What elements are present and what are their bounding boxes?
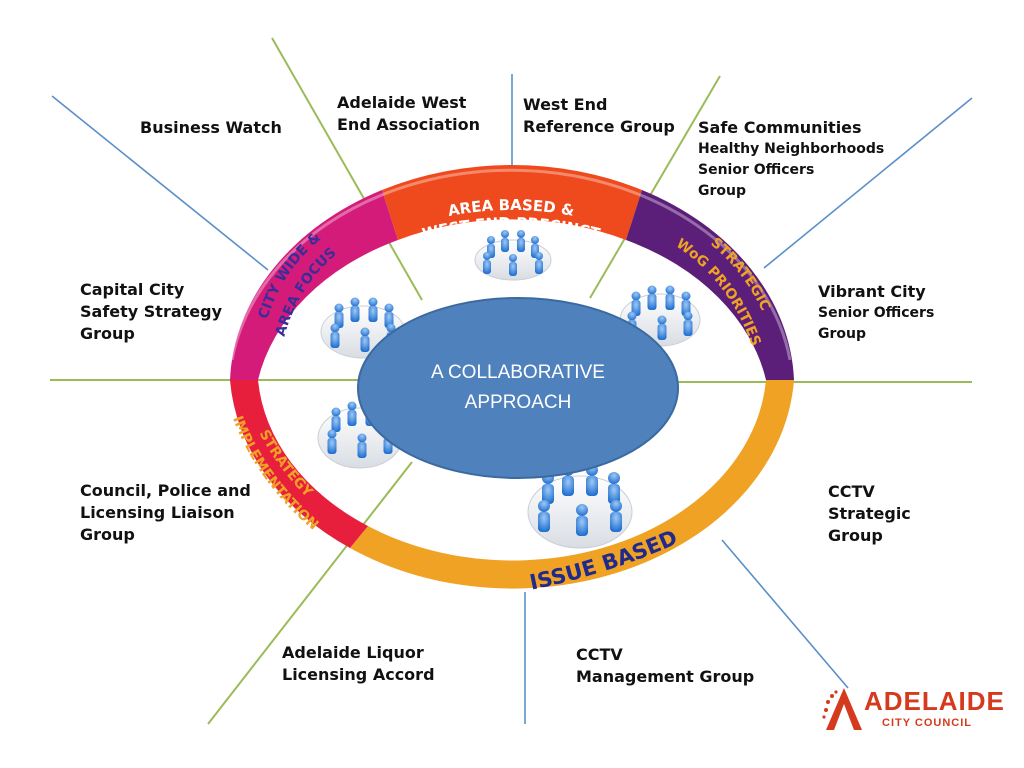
outer-ring: [230, 165, 794, 589]
ring-issue-based: [350, 380, 794, 589]
group-safe-communities: Safe Communities Healthy Neighborhoods S…: [698, 117, 884, 202]
group-line: Group: [818, 326, 867, 342]
group-line: Licensing Liaison: [80, 503, 235, 522]
group-line: Group: [80, 525, 135, 544]
group-west-end-reference: West End Reference Group: [523, 94, 675, 138]
group-line: Safety Strategy: [80, 302, 223, 321]
group-line: Licensing Accord: [282, 665, 435, 684]
logo-wordmark: ADELAIDE: [864, 686, 1005, 716]
center-label-line-1: A COLLABORATIVE: [431, 362, 605, 383]
logo-mark-icon: [822, 688, 862, 730]
people-group-top-icon: [474, 230, 552, 281]
group-line: CCTV: [576, 645, 623, 664]
group-line: CCTV: [828, 482, 875, 501]
line-liquor-accord: [207, 461, 413, 725]
group-line: Strategic: [828, 504, 911, 523]
center-ellipse: A COLLABORATIVE APPROACH: [357, 297, 679, 479]
group-line: Healthy Neighborhoods: [698, 141, 885, 157]
group-adelaide-west-end: Adelaide West End Association: [337, 92, 480, 136]
group-council-police: Council, Police and Licensing Liaison Gr…: [80, 480, 251, 546]
group-cctv-strategic: CCTV Strategic Group: [828, 481, 911, 547]
group-capital-city: Capital City Safety Strategy Group: [80, 279, 222, 345]
line-vibrant-city: [763, 97, 973, 269]
group-line: Management Group: [576, 667, 755, 686]
adelaide-city-council-logo: ADELAIDE CITY COUNCIL: [822, 684, 1004, 740]
group-liquor-accord: Adelaide Liquor Licensing Accord: [282, 642, 435, 686]
group-line: Senior Officers: [818, 305, 935, 321]
group-line: Safe Communities: [698, 118, 862, 137]
group-line: Senior Officers: [698, 162, 815, 178]
group-line: Adelaide West: [337, 93, 467, 112]
group-line: Council, Police and: [80, 481, 251, 500]
line-cctv-strategic: [721, 539, 849, 689]
ring-strategy-impl: [230, 380, 368, 548]
group-line: Reference Group: [523, 117, 675, 136]
group-line: Capital City: [80, 280, 185, 299]
group-vibrant-city: Vibrant City Senior Officers Group: [818, 281, 934, 345]
line-safe-communities: [589, 75, 721, 299]
group-line: West End: [523, 95, 608, 114]
connector-lines: [50, 37, 973, 725]
ring-area-based: [382, 165, 642, 240]
center-label-line-2: APPROACH: [465, 392, 572, 413]
line-business-watch: [51, 95, 269, 271]
group-line: Group: [80, 324, 135, 343]
group-line: Vibrant City: [818, 282, 926, 301]
group-business-watch: Business Watch: [140, 117, 282, 139]
logo-subtitle: CITY COUNCIL: [882, 717, 973, 729]
group-line: Adelaide Liquor: [282, 643, 424, 662]
ring-city-wide: [230, 190, 398, 380]
group-line: End Association: [337, 115, 481, 134]
group-business-watch-line: Business Watch: [140, 118, 282, 137]
line-adelaide-west-end: [271, 37, 423, 301]
group-cctv-management: CCTV Management Group: [576, 644, 754, 688]
ring-strategic: [626, 190, 794, 380]
people-group-bottom-icon: [527, 440, 633, 549]
group-line: Group: [698, 183, 747, 199]
group-line: Group: [828, 526, 883, 545]
